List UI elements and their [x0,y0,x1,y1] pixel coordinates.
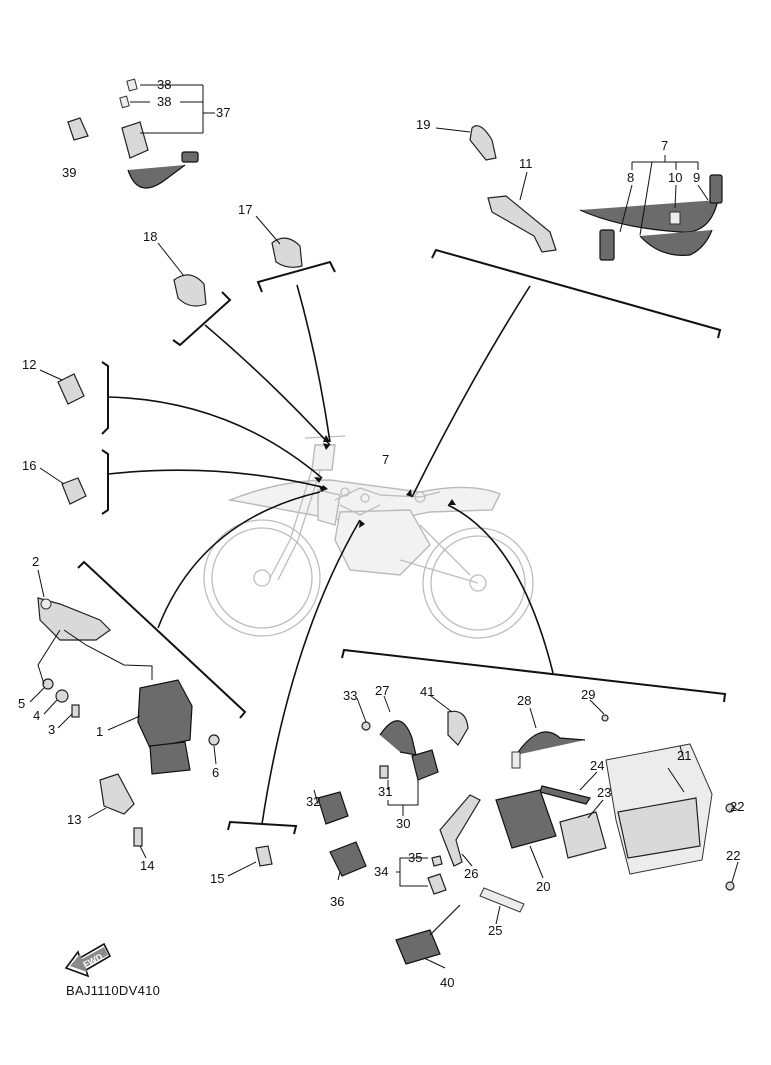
callout-40: 40 [440,975,454,990]
callout-16: 16 [22,458,36,473]
callout-13: 13 [67,812,81,827]
callout-25: 25 [488,923,502,938]
callout-41: 41 [420,684,434,699]
callout-33: 33 [343,688,357,703]
callout-23: 23 [597,785,611,800]
callout-7-center: 7 [382,452,389,467]
callout-15: 15 [210,871,224,886]
callout-14: 14 [140,858,154,873]
callout-30: 30 [396,816,410,831]
callout-19: 19 [416,117,430,132]
motorcycle-illustration [203,435,534,639]
callout-39: 39 [62,165,76,180]
callout-24: 24 [590,758,604,773]
callout-labels: 1 2 3 4 5 6 7 7 8 9 10 11 12 13 14 15 16… [18,77,744,990]
diagram-code: BAJ1110DV410 [66,983,160,998]
callout-11: 11 [519,156,533,171]
callout-20: 20 [536,879,550,894]
callout-9: 9 [693,170,700,185]
callout-leads [29,84,739,969]
callout-3: 3 [48,722,55,737]
callout-27: 27 [375,683,389,698]
fwd-arrow-icon: FWD [64,942,112,978]
callout-17: 17 [238,202,252,217]
parts [37,78,735,965]
callout-38-bottom: 38 [157,94,171,109]
callout-5: 5 [18,696,25,711]
callout-6: 6 [212,765,219,780]
callout-22-top: 22 [730,799,744,814]
callout-18: 18 [143,229,157,244]
callout-38-top: 38 [157,77,171,92]
callout-10: 10 [668,170,682,185]
callout-22-bottom: 22 [726,848,740,863]
callout-2: 2 [32,554,39,569]
callout-31: 31 [378,784,392,799]
callout-1: 1 [96,724,103,739]
callout-12: 12 [22,357,36,372]
callout-7-harness: 7 [661,138,668,153]
callout-37: 37 [216,105,230,120]
callout-28: 28 [517,693,531,708]
callout-26: 26 [464,866,478,881]
callout-36: 36 [330,894,344,909]
callout-21: 21 [677,748,691,763]
callout-35: 35 [408,850,422,865]
leader-lines [77,248,727,835]
callout-32: 32 [306,794,320,809]
callout-4: 4 [33,708,40,723]
callout-34: 34 [374,864,388,879]
callout-8: 8 [627,170,634,185]
callout-29: 29 [581,687,595,702]
